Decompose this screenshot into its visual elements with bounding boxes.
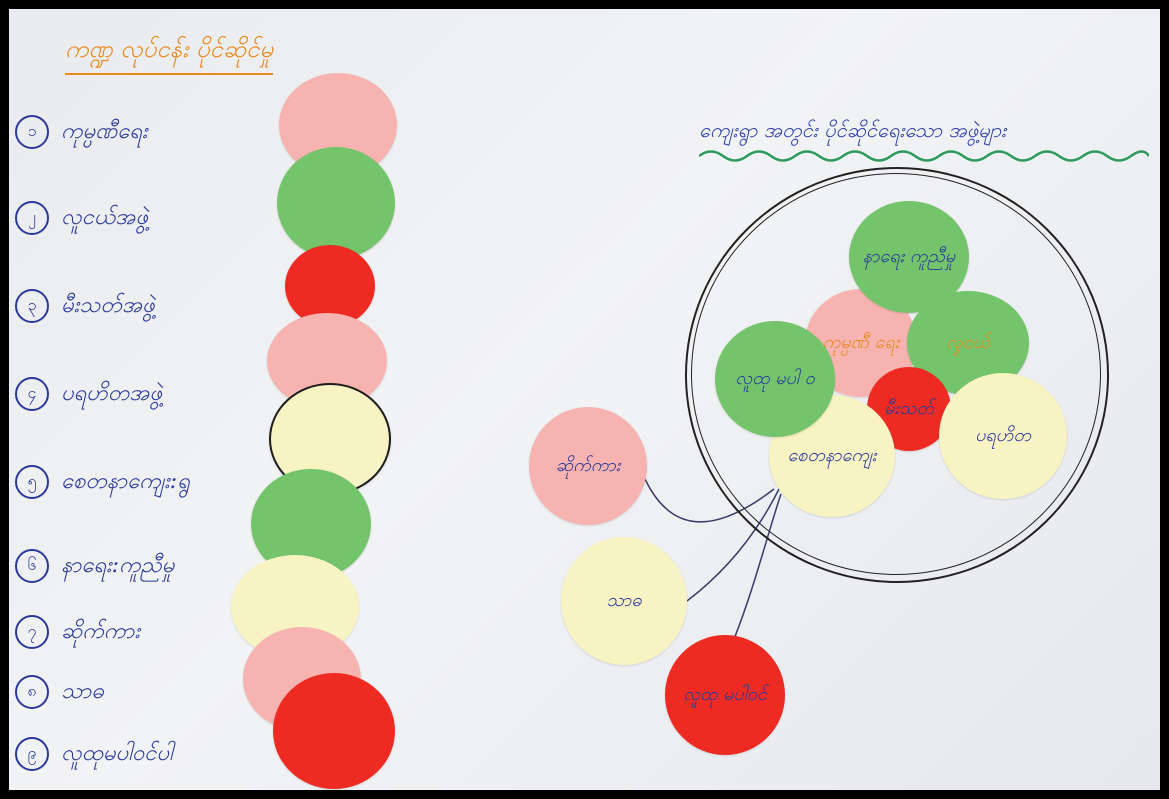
outside-disc-thada: သာဓ <box>561 537 687 665</box>
list-number: ၈ <box>15 675 49 709</box>
list-number: ၁ <box>15 115 49 149</box>
list-item: ၆ နာရေး:ကူညီမှု <box>15 549 174 583</box>
list-label: ဆိုက်ကား <box>61 618 140 644</box>
list-label: လူငယ်အဖွဲ့ <box>61 204 148 230</box>
list-item: ၄ ပရဟိတအဖွဲ့ <box>15 377 162 411</box>
community-circle-inner <box>691 173 1101 575</box>
disc-label: လူထု မပါဝင် <box>683 683 767 705</box>
list-number: ၂ <box>15 201 49 235</box>
list-number: ၃ <box>15 289 49 323</box>
list-label: သာဓ <box>61 678 104 704</box>
list-item: ၅ စေတနာကျေး:ရွ <box>15 465 190 499</box>
list-number: ၅ <box>15 465 49 499</box>
disc-label: မီးသတ် <box>884 397 934 419</box>
list-item: ၃ မီးသတ်အဖွဲ့ <box>15 289 155 323</box>
color-disc-red <box>273 673 395 789</box>
right-title: ကျေးရွာ အတွင်း ပိုင်ဆိုင်ရေးသော အဖွဲ့မျာ… <box>699 118 1007 142</box>
disc-label: သာဓ <box>606 589 642 611</box>
list-item: ၉ လူထုမပါဝင်ပါ <box>15 737 173 771</box>
list-label: ပရဟိတအဖွဲ့ <box>61 380 162 406</box>
outside-disc-luthu: လူထု မပါဝင် <box>665 635 785 755</box>
list-label: လူထုမပါဝင်ပါ <box>61 740 173 766</box>
list-label: စေတနာကျေး:ရွ <box>61 468 190 494</box>
disc-label: စေတနာကျေး <box>787 444 877 466</box>
list-label: နာရေး:ကူညီမှု <box>61 552 175 578</box>
list-number: ၉ <box>15 737 49 771</box>
outside-disc-sikekar: ဆိုက်ကား <box>529 407 647 525</box>
list-item: ၂ လူငယ်အဖွဲ့ <box>15 201 148 235</box>
community-circle <box>685 167 1109 583</box>
list-number: ၇ <box>15 615 49 649</box>
list-number: ၆ <box>15 549 49 583</box>
disc-label: လူထု မပါ ဝ <box>735 367 815 389</box>
left-title: ကဏ္ဍ လုပ်ငန်း ပိုင်ဆိုင်မှု <box>65 33 274 75</box>
list-label: ကုမ္ပဏီရေး <box>61 118 148 144</box>
circle-disc-parahita: ပရဟိတ <box>939 373 1067 499</box>
disc-label: ပရဟိတ <box>975 424 1031 446</box>
poster-paper: ကဏ္ဍ လုပ်ငန်း ပိုင်ဆိုင်မှု ကျေးရွာ အတွင… <box>9 9 1160 790</box>
list-item: ၈ သာဓ <box>15 675 104 709</box>
list-label: မီးသတ်အဖွဲ့ <box>61 292 155 318</box>
disc-label: နာရေး ကူညီမှု <box>862 245 956 267</box>
color-disc-green <box>277 147 395 259</box>
disc-label: လူငယ် <box>945 331 991 353</box>
disc-label: ကုမ္ပဏီ ရေး <box>822 331 900 353</box>
disc-label: ဆိုက်ကား <box>555 454 621 476</box>
list-item: ၁ ကုမ္ပဏီရေး <box>15 115 147 149</box>
circle-disc-luthu: လူထု မပါ ဝ <box>715 321 835 437</box>
wavy-underline <box>699 150 1149 162</box>
list-item: ၇ ဆိုက်ကား <box>15 615 140 649</box>
list-number: ၄ <box>15 377 49 411</box>
